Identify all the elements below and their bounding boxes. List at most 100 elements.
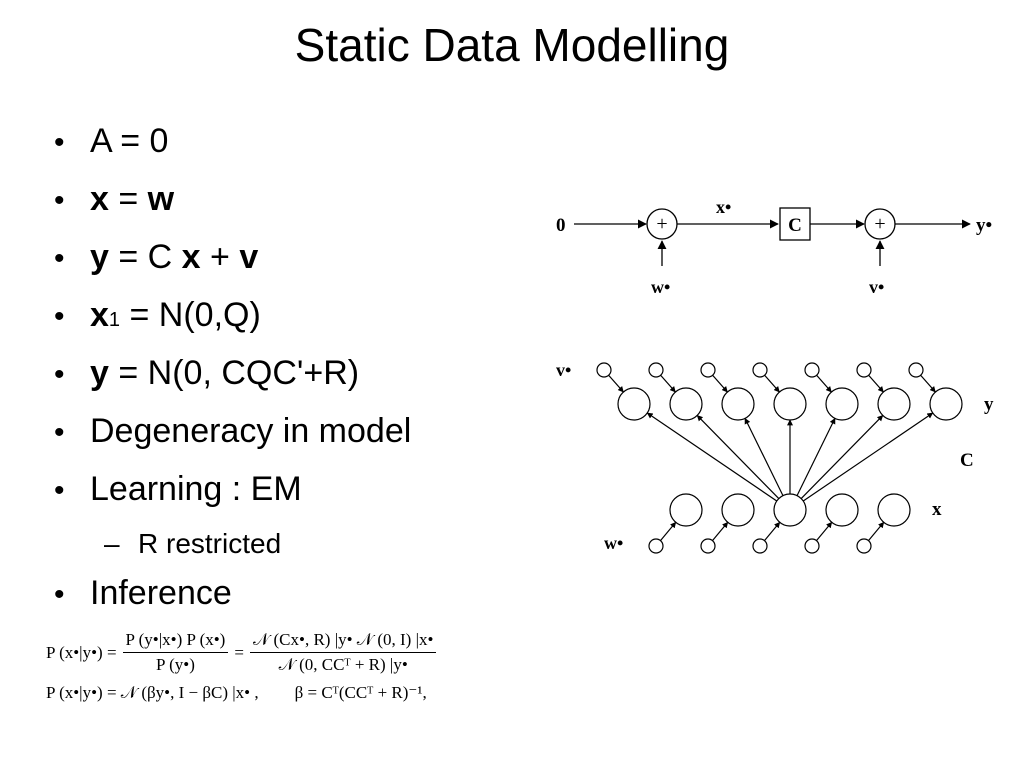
noise-edge bbox=[712, 374, 728, 393]
loading-edge bbox=[802, 412, 934, 502]
observed-node bbox=[877, 387, 911, 421]
equals-sign: = bbox=[234, 642, 244, 662]
bullet-dot: • bbox=[54, 184, 65, 217]
noise-node bbox=[648, 538, 664, 554]
bayes-denominator: P (y•) bbox=[156, 655, 195, 674]
v-noise-label: v• bbox=[556, 360, 571, 380]
matrix-c-label: C bbox=[788, 215, 802, 236]
noise-edge bbox=[868, 521, 885, 542]
var-y: y bbox=[90, 354, 109, 392]
noise-edge bbox=[920, 374, 936, 393]
bullet-dot: • bbox=[54, 416, 65, 449]
bullet-y-distribution: • y = N(0, CQC'+R) bbox=[54, 354, 524, 412]
noise-node bbox=[804, 362, 820, 378]
distribution: = N(0, CQC'+R) bbox=[108, 354, 360, 392]
sub-bullet-r-restricted: – R restricted bbox=[104, 528, 524, 574]
noise-edge bbox=[660, 374, 676, 393]
observed-node bbox=[617, 387, 651, 421]
output-y-label: y• bbox=[976, 215, 992, 236]
bullet-dot: • bbox=[54, 126, 65, 159]
var-x: x bbox=[181, 238, 201, 276]
bullet-dot: • bbox=[54, 358, 65, 391]
bullet-inference: • Inference bbox=[54, 574, 524, 632]
latent-node bbox=[825, 493, 859, 527]
w-noise-label: w• bbox=[604, 533, 623, 553]
beta-definition: β = Cᵀ(CCᵀ + R)⁻¹, bbox=[294, 683, 427, 702]
noise-edge bbox=[816, 374, 832, 393]
noise-node bbox=[596, 362, 612, 378]
latent-x-label: x bbox=[932, 499, 942, 520]
observed-node bbox=[669, 387, 703, 421]
noise-node bbox=[700, 362, 716, 378]
var-x: x bbox=[90, 180, 109, 218]
observed-y-label: y bbox=[984, 394, 994, 415]
bullet-y-equals-cx-plus-v: • y = C x + v bbox=[54, 238, 524, 296]
distribution: = N(0,Q) bbox=[120, 296, 261, 334]
bullet-text: A = 0 bbox=[90, 122, 169, 160]
input-zero-label: 0 bbox=[556, 215, 566, 236]
loading-edge bbox=[744, 417, 784, 496]
equals-c: = C bbox=[108, 238, 182, 276]
plus: + bbox=[200, 238, 240, 276]
plus-sign-1: + bbox=[656, 213, 667, 235]
bullet-text: Learning : EM bbox=[90, 470, 302, 508]
bullet-learning: • Learning : EM bbox=[54, 470, 524, 528]
latent-node bbox=[773, 493, 807, 527]
bullet-text: Degeneracy in model bbox=[90, 412, 412, 450]
observed-node bbox=[773, 387, 807, 421]
posterior-lhs: P (x•|y•) = bbox=[46, 642, 117, 662]
observed-node bbox=[721, 387, 755, 421]
noise-node bbox=[752, 538, 768, 554]
bullet-x-equals-w: • x = w bbox=[54, 180, 524, 238]
v-noise-label: v• bbox=[869, 277, 884, 297]
noise-node bbox=[752, 362, 768, 378]
subscript-1: 1 bbox=[108, 309, 121, 331]
noise-edge bbox=[816, 521, 833, 542]
latent-node bbox=[721, 493, 755, 527]
network-diagram: v• y C x w• bbox=[556, 360, 994, 554]
loading-edge bbox=[800, 414, 884, 499]
gaussian-fraction: 𝒩 (Cx•, R) |y• 𝒩 (0, I) |x• 𝒩 (0, CCᵀ + … bbox=[249, 630, 437, 675]
equals: = bbox=[108, 180, 148, 218]
var-x: x bbox=[90, 296, 109, 334]
plus-sign-2: + bbox=[874, 213, 885, 235]
state-x-label: x• bbox=[716, 197, 731, 217]
var-w: w bbox=[147, 180, 175, 218]
noise-node bbox=[804, 538, 820, 554]
bullet-text: Inference bbox=[90, 574, 232, 612]
loading-edge bbox=[796, 417, 836, 496]
bullet-a-equals-zero: • A = 0 bbox=[54, 122, 524, 180]
var-y: y bbox=[90, 238, 109, 276]
loading-edge bbox=[696, 414, 780, 499]
loading-edge bbox=[646, 412, 778, 502]
noise-node bbox=[908, 362, 924, 378]
slide-title: Static Data Modelling bbox=[294, 19, 730, 71]
bullet-dot: • bbox=[54, 300, 65, 333]
posterior-closed-form: P (x•|y•) = 𝒩 (βy•, I − βC) |x• , β = Cᵀ… bbox=[46, 683, 636, 703]
noise-edge bbox=[868, 374, 884, 393]
noise-edge bbox=[764, 521, 781, 542]
observed-node bbox=[825, 387, 859, 421]
noise-edge bbox=[764, 374, 780, 393]
bayes-numerator: P (y•|x•) P (x•) bbox=[122, 630, 229, 653]
bullet-dot: • bbox=[54, 474, 65, 507]
posterior-equation: P (x•|y•) = P (y•|x•) P (x•) P (y•) = 𝒩 … bbox=[46, 630, 636, 675]
observed-node bbox=[929, 387, 963, 421]
w-noise-label: w• bbox=[651, 277, 670, 297]
latent-node bbox=[669, 493, 703, 527]
noise-node bbox=[856, 362, 872, 378]
noise-node bbox=[856, 538, 872, 554]
posterior-gaussian: P (x•|y•) = 𝒩 (βy•, I − βC) |x• , bbox=[46, 683, 259, 702]
sub-bullet-dash: – bbox=[104, 528, 120, 559]
bullet-dot: • bbox=[54, 242, 65, 275]
bayes-fraction: P (y•|x•) P (x•) P (y•) bbox=[122, 630, 229, 675]
noise-edge bbox=[608, 374, 624, 393]
inference-formulas: P (x•|y•) = P (y•|x•) P (x•) P (y•) = 𝒩 … bbox=[46, 630, 636, 742]
latent-node bbox=[877, 493, 911, 527]
noise-node bbox=[648, 362, 664, 378]
bullet-degeneracy: • Degeneracy in model bbox=[54, 412, 524, 470]
noise-edge bbox=[660, 521, 677, 542]
sub-bullet-text: R restricted bbox=[138, 528, 282, 559]
matrix-c-label: C bbox=[960, 450, 974, 471]
